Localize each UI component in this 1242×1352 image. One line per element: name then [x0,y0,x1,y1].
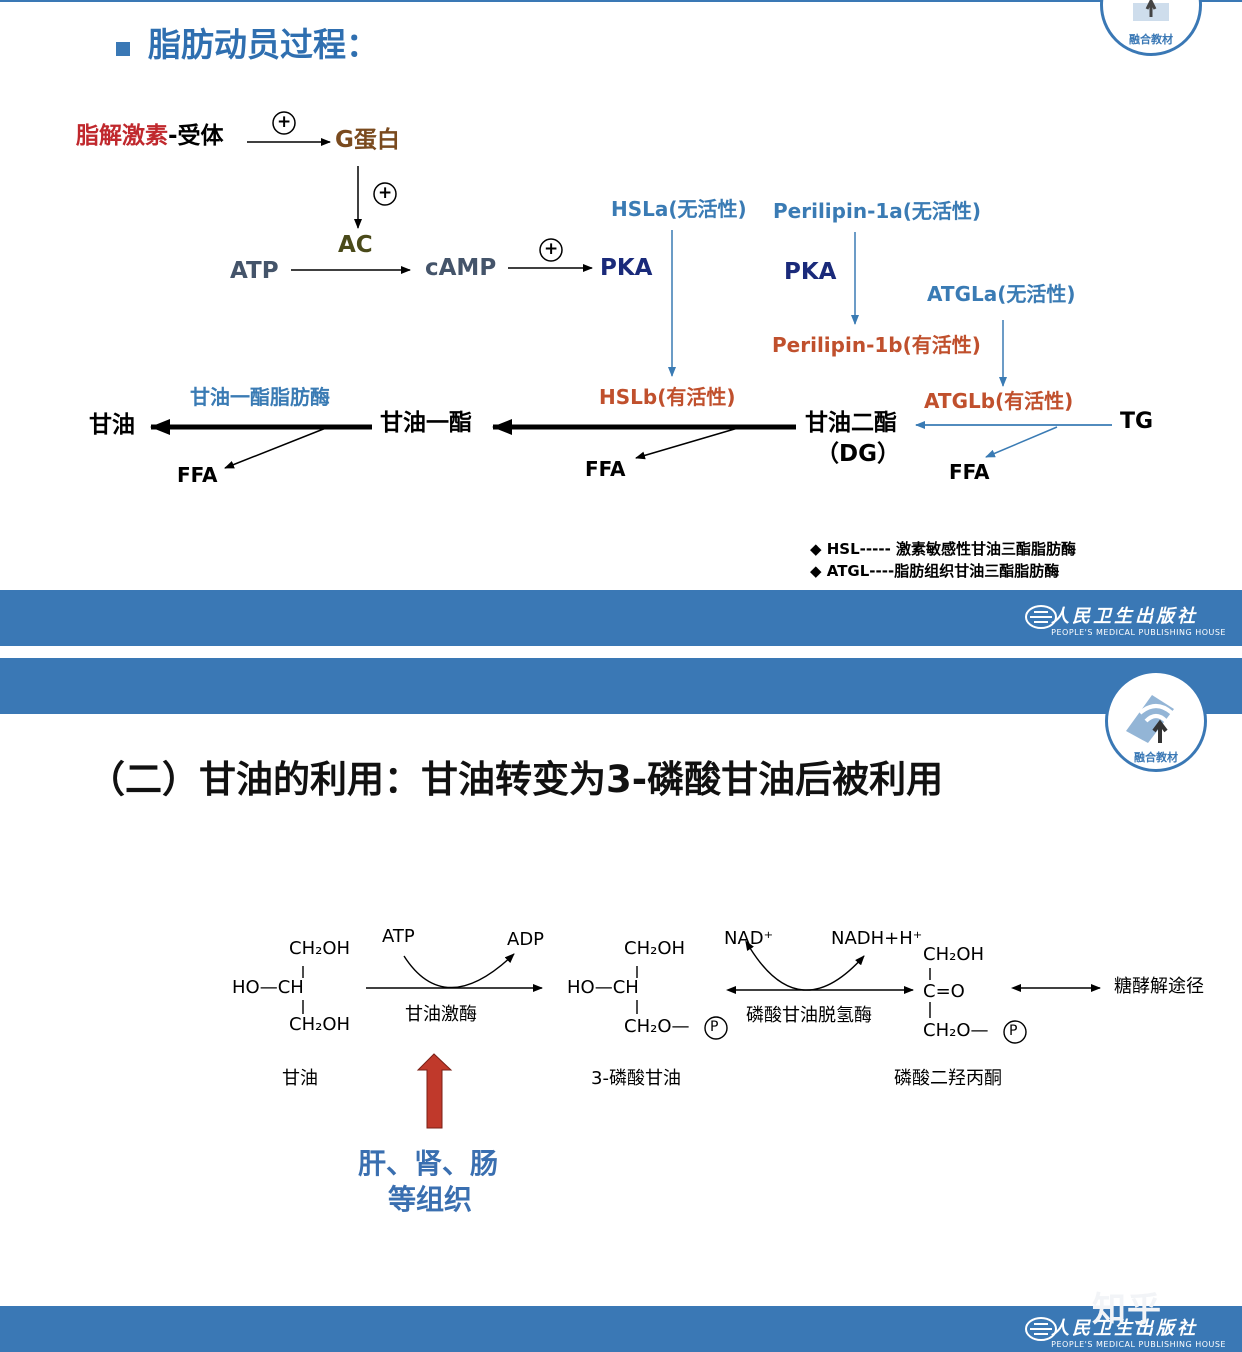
footer-band-2: 人民卫生出版社 PEOPLE'S MEDICAL PUBLISHING HOUS… [0,1306,1242,1352]
plus-sign-3: + [544,239,559,259]
g3p-ho-ch: HO—CH [567,977,639,998]
arrow-dg-ffa [635,427,739,460]
glycerol-ch2oh-bottom: CH₂OH [289,1014,351,1035]
glycerol-kinase-label: 甘油激酶 [405,1004,477,1025]
publisher-name-en: PEOPLE'S MEDICAL PUBLISHING HOUSE [1051,628,1226,637]
arrow-atp-adp [403,953,515,989]
mgl-label: 甘油一酯脂肪酶 [190,385,330,409]
ffa-label-1: FFA [177,463,218,487]
slide-title: 脂肪动员过程： [148,25,379,64]
ffa-label-3: FFA [949,460,990,484]
g-protein-label: G蛋白 [335,127,400,153]
atp-label: ATP [230,258,279,284]
ac-label: AC [338,232,373,258]
g3p-phosphate: P [710,1019,719,1035]
label-glycerol: 甘油 [282,1068,318,1089]
slide-gap [0,646,1242,658]
fusion-textbook-badge-2: 融合教材 [1105,670,1207,772]
plus-sign-2: + [378,183,393,203]
slide-title-2: （二）甘油的利用：甘油转变为3-磷酸甘油后被利用 [88,758,944,801]
tissues-line-1: 肝、肾、肠 [358,1147,499,1180]
note-atgl: ◆ ATGL----脂肪组织甘油三酯脂肪酶 [810,562,1060,580]
arrow-tg-ffa [985,426,1058,458]
dhap-phosphate: P [1009,1023,1018,1039]
tissues-line-2: 等组织 [388,1183,473,1216]
receptor: -受体 [168,123,224,149]
badge-label-2: 融合教材 [1134,751,1178,764]
badge-label: 融合教材 [1129,33,1173,46]
label-dhap: 磷酸二羟丙酮 [894,1068,1002,1089]
label-g3p: 3-磷酸甘油 [591,1068,681,1089]
glycolysis-label: 糖酵解途径 [1114,976,1204,997]
publisher-name: 人民卫生出版社 PEOPLE'S MEDICAL PUBLISHING HOUS… [1051,602,1226,637]
glycerol-label: 甘油 [89,412,135,438]
publisher-name-en-2: PEOPLE'S MEDICAL PUBLISHING HOUSE [1051,1340,1226,1349]
dhap-ch2oh: CH₂OH [923,944,985,965]
ffa-label-2: FFA [585,457,626,481]
hand-touch-icon-2 [1126,695,1174,743]
publisher-name-cn-2: 人民卫生出版社 [1051,1318,1199,1339]
monoglyceride-label: 甘油一酯 [380,410,472,436]
diglyceride-label: 甘油二酯 [805,410,897,436]
plus-sign-1: + [277,112,292,132]
adp-label: ADP [507,929,545,950]
phosphate-circle-dhap [1003,1020,1027,1044]
arrow-nad-nadh [745,940,865,991]
hormone-receptor-label: 脂解激素-受体 [76,125,224,148]
perilipin-1a-label: Perilipin-1a(无活性) [773,199,982,223]
atglb-label: ATGLb(有活性) [924,389,1074,413]
phosphate-circle-g3p [704,1016,728,1040]
nad-label: NAD⁺ [724,928,774,949]
plus-circle-2 [373,182,397,206]
g3p-ch2oh: CH₂OH [624,938,686,959]
dg-label: （DG） [816,441,900,467]
publisher-logo-icon-2 [1025,1317,1057,1341]
nadh-label: NADH+H⁺ [831,928,923,949]
zhihu-watermark: 知乎 [1092,1290,1162,1330]
hslb-label: HSLb(有活性) [599,385,736,409]
glycerol-ho-ch: HO—CH [232,977,304,998]
glycerol-ch2oh-top: CH₂OH [289,938,351,959]
g3p-ch2o: CH₂O— [624,1016,690,1037]
dhap-ch2o: CH₂O— [923,1020,989,1041]
lipolytic-hormone: 脂解激素 [76,123,168,149]
publisher-name-cn: 人民卫生出版社 [1051,606,1199,627]
footer-band: 人民卫生出版社 PEOPLE'S MEDICAL PUBLISHING HOUS… [0,590,1242,646]
g3p-dehydrogenase-label: 磷酸甘油脱氢酶 [746,1005,872,1026]
pka-label-1: PKA [600,255,653,281]
title-bullet [116,42,130,56]
tg-label: TG [1120,409,1154,434]
top-rule [0,0,1242,2]
slide-glycerol-utilization: 融合教材 （二）甘油的利用：甘油转变为3-磷酸甘油后被利用 [0,658,1242,1352]
camp-label: cAMP [425,255,497,281]
publisher-name-2: 人民卫生出版社 PEOPLE'S MEDICAL PUBLISHING HOUS… [1051,1314,1226,1349]
header-band [0,658,1242,714]
perilipin-1b-label: Perilipin-1b(有活性) [772,333,981,357]
atp-label-2: ATP [382,926,415,947]
arrow-mg-ffa [224,427,327,469]
hsla-label: HSLa(无活性) [611,197,747,221]
plus-circle-1 [272,111,296,135]
fusion-textbook-badge: 融合教材 [1100,0,1202,56]
publisher-logo-icon [1025,605,1057,629]
atgla-label: ATGLa(无活性) [927,282,1076,306]
plus-circle-3 [539,238,563,262]
fat-mobilization-diagram [150,111,1112,469]
hand-touch-icon [1133,0,1169,21]
dhap-c-eq-o: C=O [923,981,965,1002]
tissue-up-arrow-icon [416,1053,453,1129]
slide-fat-mobilization: 融合教材 脂肪动员过程： [0,0,1242,646]
glycerol-pathway-diagram [302,940,1101,1129]
note-hsl: ◆ HSL----- 激素敏感性甘油三酯脂肪酶 [810,540,1077,558]
pka-label-2: PKA [784,259,837,285]
